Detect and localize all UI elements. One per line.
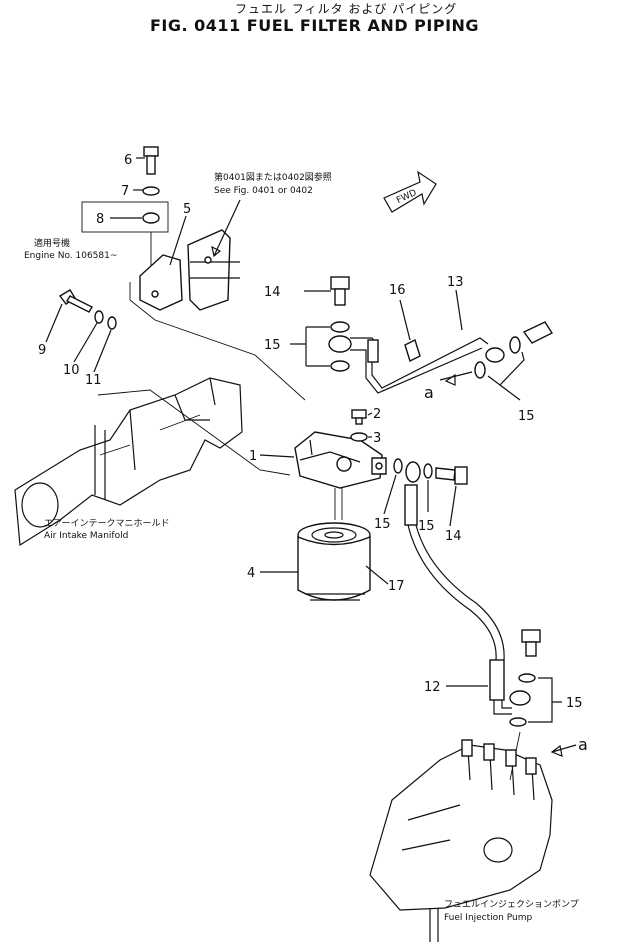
bracket-part-5 bbox=[139, 229, 240, 311]
intake-label-jp: エアーインテークマニホールド bbox=[44, 518, 169, 529]
engine-note-jp: 適用号機 bbox=[34, 237, 70, 249]
bolt-14-side bbox=[435, 466, 468, 485]
eye-fitting bbox=[328, 335, 352, 353]
callout-9: 9 bbox=[38, 343, 46, 358]
callout-17: 17 bbox=[388, 579, 405, 594]
pump-label-jp: フュエルインジェクションポンプ bbox=[444, 899, 579, 910]
callout-4: 4 bbox=[247, 566, 255, 581]
washer-part-3 bbox=[350, 432, 368, 442]
see-fig-note-jp: 第0401図または0402図参照 bbox=[214, 171, 332, 183]
title-japanese: フュエル フィルタ および パイピング bbox=[235, 2, 458, 16]
leader-lines bbox=[45, 157, 577, 757]
eye-fitting-side bbox=[404, 461, 421, 526]
callout-15-side-b: 15 bbox=[418, 519, 435, 534]
bolt-14-right bbox=[522, 321, 554, 344]
callout-14-top: 14 bbox=[264, 285, 281, 300]
callout-12: 12 bbox=[424, 680, 441, 695]
callout-3: 3 bbox=[373, 431, 381, 446]
kit-box-part-8 bbox=[81, 201, 169, 233]
washer-15-lower-a bbox=[518, 673, 536, 683]
forward-arrow-icon: FWD bbox=[383, 170, 437, 213]
bolt-part-9 bbox=[58, 289, 93, 313]
engine-note-en: Engine No. 106581~ bbox=[24, 251, 117, 261]
see-fig-leader bbox=[213, 199, 241, 257]
fuel-injection-pump bbox=[369, 739, 553, 942]
washer-15-lower bbox=[330, 360, 350, 372]
washer-part-10 bbox=[94, 310, 104, 324]
washer-15-side-b bbox=[423, 463, 433, 479]
callout-14-side: 14 bbox=[445, 529, 462, 544]
callout-16: 16 bbox=[389, 283, 406, 298]
callout-15-lower: 15 bbox=[566, 696, 583, 711]
ref-a-pipe: a bbox=[424, 383, 434, 402]
plug-part-2 bbox=[351, 409, 367, 425]
callout-15-side-a: 15 bbox=[374, 517, 391, 532]
washer-15-right-a bbox=[509, 336, 521, 354]
callout-10: 10 bbox=[63, 363, 80, 378]
washer-part-8 bbox=[142, 212, 160, 224]
callout-15-right: 15 bbox=[518, 409, 535, 424]
fuel-pipe-part-13 bbox=[350, 337, 505, 394]
washer-15-upper bbox=[330, 321, 350, 333]
filter-head-part-1 bbox=[294, 431, 387, 489]
air-intake-manifold bbox=[14, 377, 243, 547]
filter-cartridge-part-4 bbox=[297, 522, 371, 601]
washer-15-side-a bbox=[393, 458, 403, 474]
fuel-pipe-part-12 bbox=[407, 524, 531, 715]
callout-2: 2 bbox=[373, 407, 381, 422]
bolt-part-6 bbox=[143, 146, 159, 175]
callout-15-top: 15 bbox=[264, 338, 281, 353]
callout-6: 6 bbox=[124, 153, 132, 168]
washer-part-11 bbox=[107, 316, 117, 330]
see-fig-note-en: See Fig. 0401 or 0402 bbox=[214, 186, 313, 196]
bolt-14-lower bbox=[521, 629, 541, 657]
washer-15-lower-b bbox=[509, 717, 527, 727]
washer-part-7 bbox=[142, 186, 160, 196]
callout-7: 7 bbox=[121, 184, 129, 199]
callout-5: 5 bbox=[183, 202, 191, 217]
pump-label-en: Fuel Injection Pump bbox=[444, 913, 532, 923]
intake-label-en: Air Intake Manifold bbox=[44, 531, 128, 541]
figure-title: FIG. 0411 FUEL FILTER AND PIPING bbox=[150, 16, 480, 35]
bolt-part-14-top bbox=[330, 276, 350, 306]
ref-a-pump: a bbox=[578, 735, 588, 754]
washer-15-right-b bbox=[474, 361, 486, 379]
callout-1: 1 bbox=[249, 449, 257, 464]
callout-11: 11 bbox=[85, 373, 102, 388]
callout-13: 13 bbox=[447, 275, 464, 290]
callout-8: 8 bbox=[96, 212, 104, 227]
